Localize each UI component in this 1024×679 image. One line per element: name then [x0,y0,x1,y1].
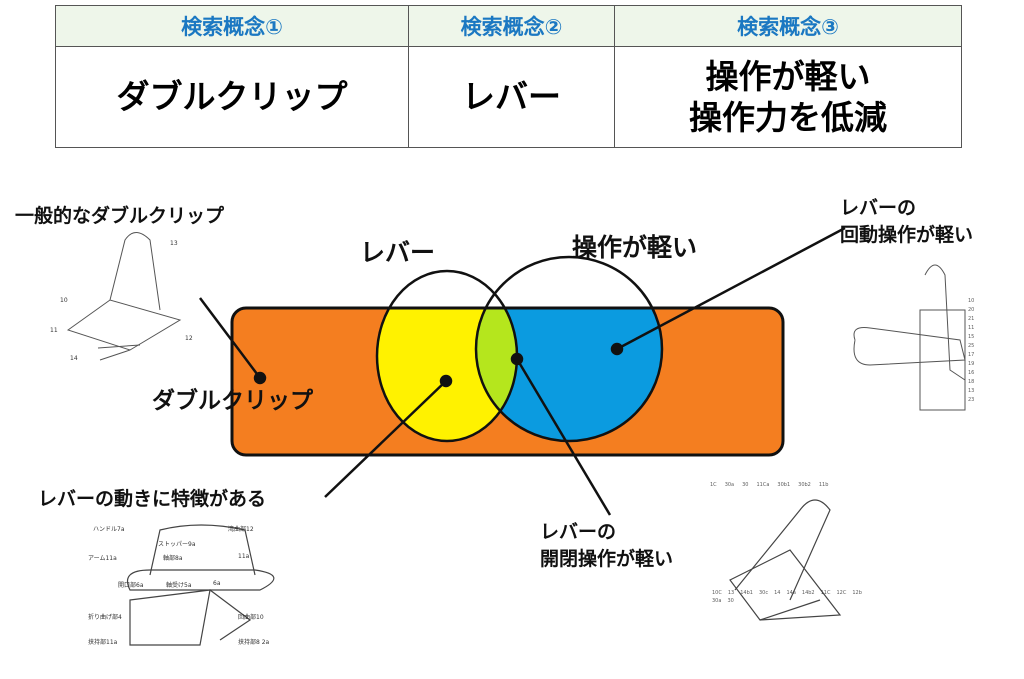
svg-text:14: 14 [70,355,78,362]
search-concept-table: 検索概念① 検索概念② 検索概念③ ダブルクリップ レバー 操作が軽い 操作力を… [55,5,962,148]
header-concept-1: 検索概念① [55,5,409,47]
general-clip-label: 一般的なダブルクリップ [15,205,225,227]
rotate-label-2: 回動操作が軽い [840,224,974,246]
clip-set-label: ダブルクリップ [152,388,313,414]
movement-lever-drawing [126,524,275,646]
lever-set-label: レバー [360,238,436,267]
rotate-label-1: レバーの [840,197,917,219]
svg-text:11: 11 [50,327,58,334]
open-label-1: レバーの [540,521,617,543]
opening-lever-drawing [729,499,842,621]
svg-text:10: 10 [60,297,68,304]
header-concept-2: 検索概念② [408,5,615,47]
svg-text:13: 13 [170,240,178,247]
movement-label: レバーの動きに特徴がある [38,488,267,510]
light-set [476,308,662,441]
svg-text:12: 12 [185,335,193,342]
light-set-label: 操作が軽い [572,233,698,262]
open-label-2: 開閉操作が軽い [540,548,674,570]
drawing-labels-bottom-left: ハンドル7a 湾曲部12 ストッパー9a アーム11a 軸部8a 11a 開口部… [88,526,270,646]
cell-concept-1: ダブルクリップ [55,46,409,148]
general-clip-drawing: 13 10 11 12 14 [50,232,193,362]
cell-concept-3: 操作が軽い 操作力を低減 [614,46,962,148]
rotating-lever-drawing [853,264,966,411]
